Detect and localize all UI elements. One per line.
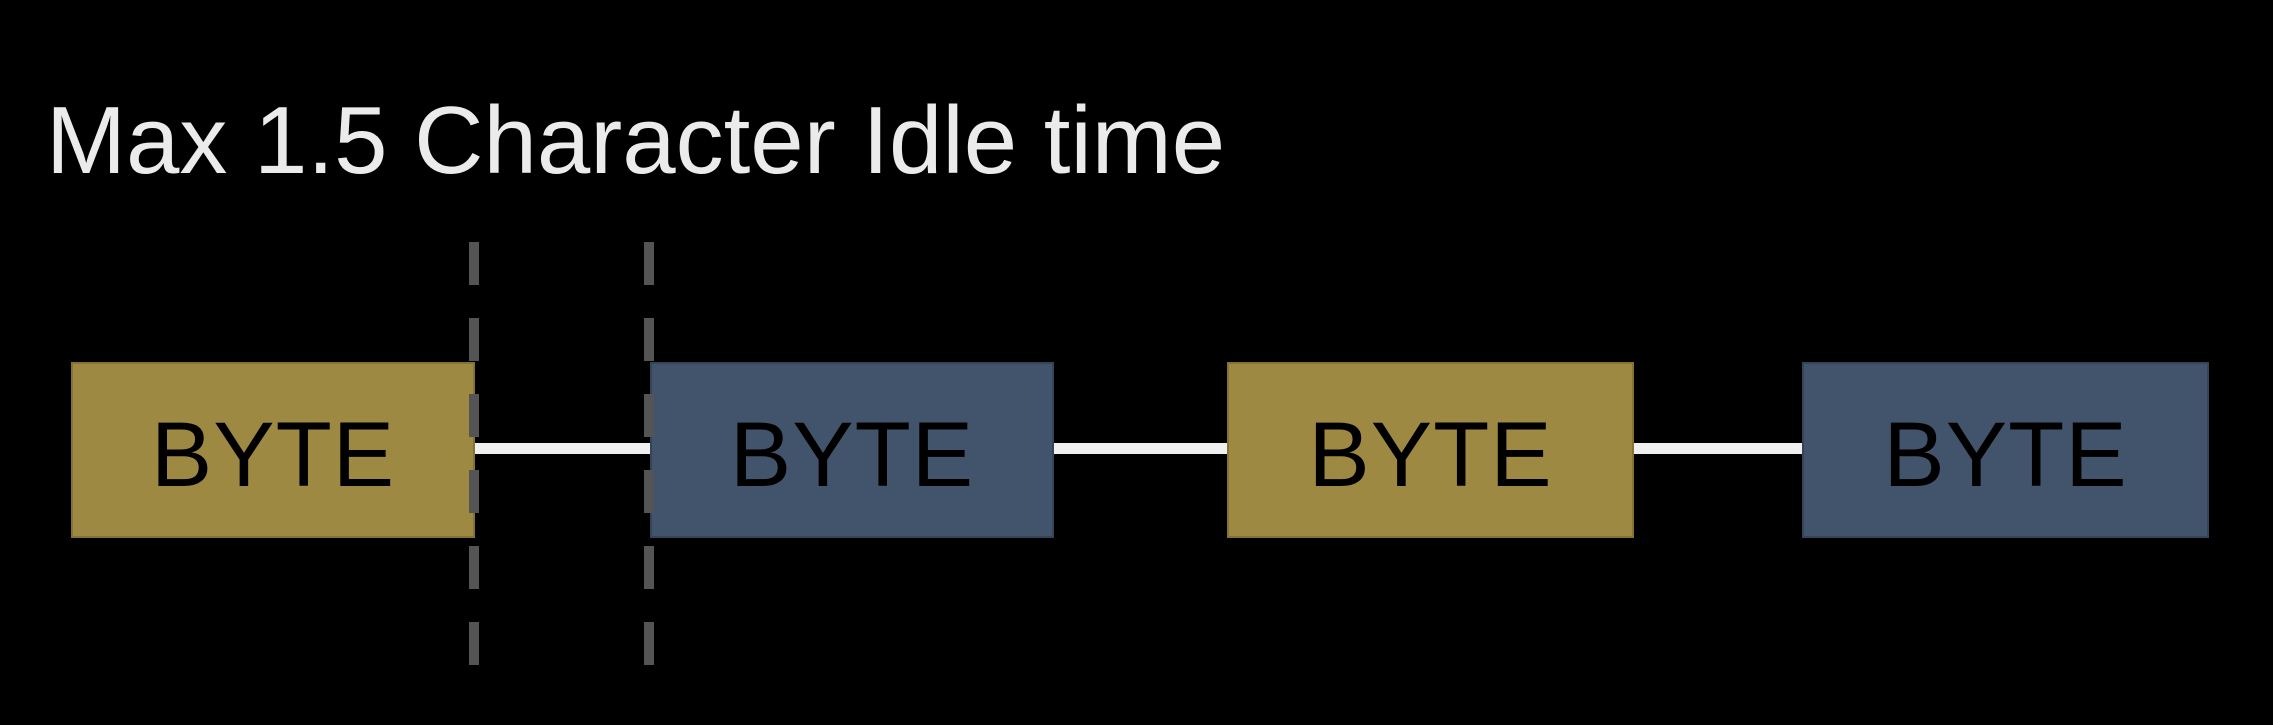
byte-box-4-label: BYTE <box>1883 404 2128 506</box>
connector-line-3 <box>1634 443 1802 454</box>
diagram-title: Max 1.5 Character Idle time <box>46 87 1226 194</box>
idle-gap-end-dashed-line <box>644 242 654 666</box>
byte-box-3: BYTE <box>1227 362 1634 538</box>
connector-line-2 <box>1054 443 1227 454</box>
byte-box-2: BYTE <box>650 362 1054 538</box>
byte-box-2-label: BYTE <box>729 404 975 506</box>
byte-box-1: BYTE <box>71 362 475 538</box>
connector-line-1 <box>475 443 650 454</box>
idle-gap-start-dashed-line <box>469 242 479 666</box>
byte-box-3-label: BYTE <box>1308 404 1553 506</box>
byte-box-4: BYTE <box>1802 362 2209 538</box>
byte-box-1-label: BYTE <box>150 404 396 506</box>
